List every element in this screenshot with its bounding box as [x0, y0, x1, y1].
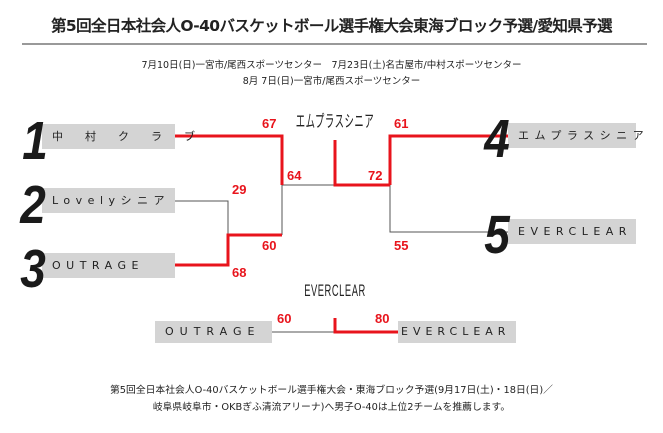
title-divider	[22, 43, 647, 45]
line-third-win	[333, 318, 398, 334]
line-champion	[333, 140, 390, 187]
page-title: 第5回全日本社会人O-40バスケットボール選手権大会東海ブロック予選/愛知県予選	[51, 17, 613, 35]
third-place-winner-label: EVERCLEAR	[304, 281, 366, 300]
line-team1-win	[175, 134, 284, 185]
schedule-line-1: 7月10日(日)一宮市/尾西スポーツセンター 7月23日(土)名古屋市/中村スポ…	[141, 60, 522, 71]
score-sf-winner23: 60	[262, 238, 277, 253]
line-team2	[175, 200, 229, 235]
seed-5: 5	[484, 205, 510, 265]
team-box-3: OUTRAGE	[42, 253, 175, 278]
line-team4-win	[388, 134, 508, 185]
champion-label: エムプラスシニア	[295, 112, 375, 131]
seed-2: 2	[20, 175, 46, 235]
line-team3-win	[175, 233, 282, 267]
line-team5	[389, 185, 508, 233]
seed-3: 3	[20, 239, 46, 299]
score-r1-team2: 29	[232, 182, 247, 197]
team-box-2: Lovelyシニア	[42, 188, 175, 213]
score-third-right: 80	[375, 311, 390, 326]
score-sf-team1: 67	[262, 116, 277, 131]
footer-line-1: 第5回全日本社会人O-40バスケットボール選手権大会・東海ブロック予選(9月17…	[110, 385, 553, 396]
score-sf-team4: 61	[394, 116, 409, 131]
seed-4: 4	[484, 109, 510, 169]
score-final-right: 72	[368, 168, 383, 183]
team-box-4: エムプラスシニア	[508, 123, 644, 148]
seed-1: 1	[22, 111, 48, 171]
footer-line-2: 岐阜県岐阜市・OKBぎふ清流アリーナ)へ男子O-40は上位2チームを推薦します。	[152, 402, 511, 413]
team-box-5: EVERCLEAR	[508, 219, 636, 244]
score-r1-team3: 68	[232, 265, 247, 280]
score-final-left: 64	[287, 168, 302, 183]
schedule-line-2: 8月 7日(日)一宮市/尾西スポーツセンター	[242, 76, 421, 87]
team-box-1: 中 村 ク ラ ブ	[42, 124, 195, 149]
score-sf-team5: 55	[394, 238, 409, 253]
third-team-left: OUTRAGE	[155, 321, 272, 343]
score-third-left: 60	[277, 311, 292, 326]
third-team-right: EVERCLEAR	[398, 321, 516, 343]
